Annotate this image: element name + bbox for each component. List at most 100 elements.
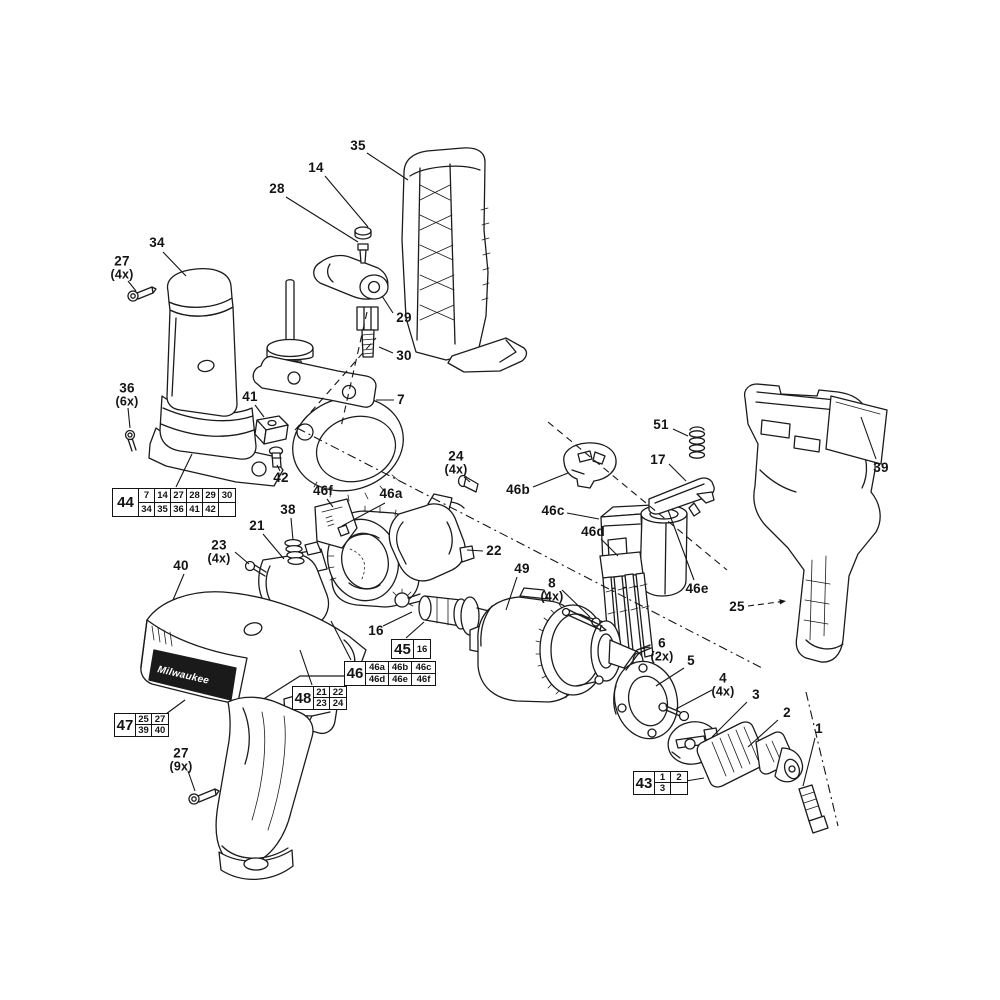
part-number: 46b <box>506 481 530 497</box>
callout-cell: 27 <box>152 714 168 725</box>
callout-cell: 35 <box>155 502 171 516</box>
callout-cell: 46e <box>389 673 412 685</box>
part-label-49: 49 <box>514 561 529 576</box>
leader-line <box>262 533 285 560</box>
part-label-51: 51 <box>653 416 669 432</box>
part-label-3: 3 <box>752 687 760 702</box>
leader-line <box>381 295 394 314</box>
part-label-23-4x: 23(4x) <box>207 538 230 565</box>
part-label-46a: 46a <box>379 486 402 501</box>
callout-cell: 42 <box>203 502 219 516</box>
leader-line <box>566 512 600 520</box>
leader-line <box>802 737 816 787</box>
leader-line <box>165 699 186 715</box>
part-number: 34 <box>149 234 165 250</box>
part-label-29: 29 <box>396 309 412 325</box>
leader-line <box>600 538 619 557</box>
callout-id: 44 <box>113 489 139 516</box>
leader-line <box>324 175 369 228</box>
leader-line <box>162 251 187 277</box>
part-label-46e: 46e <box>685 581 708 596</box>
leader-line <box>667 509 695 581</box>
callout-cell: 46c <box>412 662 435 674</box>
leader-line <box>296 427 763 669</box>
part-quantity: (4x) <box>444 462 468 477</box>
part-label-1: 1 <box>815 721 823 736</box>
callout-cell: 40 <box>154 725 166 736</box>
part-side-handle <box>148 268 284 487</box>
part-number: 25 <box>729 598 745 614</box>
callout-cell: 39 <box>136 725 152 736</box>
part-nut-block <box>254 415 289 445</box>
part-label-5: 5 <box>687 652 695 668</box>
callout-cell: 27 <box>171 489 187 503</box>
part-label-40: 40 <box>173 557 189 573</box>
callout-cell <box>219 503 235 517</box>
leader-line <box>172 573 185 601</box>
callout-cell <box>671 783 687 794</box>
part-wing-lever <box>313 254 389 300</box>
part-number: 29 <box>396 309 412 325</box>
leader-line <box>805 691 839 827</box>
part-wire-clip <box>623 644 652 671</box>
part-label-30: 30 <box>396 347 412 363</box>
part-number: 22 <box>486 542 502 558</box>
part-quantity: (2x) <box>650 649 674 664</box>
leader-line <box>294 337 377 431</box>
callout-cell: 3 <box>655 783 671 794</box>
part-label-46b: 46b <box>506 481 530 497</box>
part-label-6-2x: 6(2x) <box>650 636 673 663</box>
leader-line <box>547 421 728 571</box>
callout-id: 47 <box>115 714 136 736</box>
part-number: 46f <box>312 482 334 498</box>
part-label-21: 21 <box>249 517 265 533</box>
part-screw-4 <box>658 702 690 722</box>
callout-cell: 46b <box>389 662 412 674</box>
leader-line <box>672 428 689 437</box>
part-number: 51 <box>653 416 669 432</box>
leader-line <box>254 404 265 418</box>
part-number: 30 <box>396 347 412 363</box>
callout-cell: 7 <box>139 489 155 503</box>
part-number: 5 <box>687 652 695 668</box>
part-screw-23 <box>244 560 267 577</box>
part-quantity: (4x) <box>540 589 564 604</box>
part-number: 21 <box>249 517 265 533</box>
callout-cell: 28 <box>187 489 203 503</box>
part-bolt <box>356 306 379 358</box>
part-number: 46d <box>581 523 605 539</box>
leader-line <box>341 502 386 527</box>
part-number: 40 <box>173 557 189 573</box>
part-number: 38 <box>280 501 296 517</box>
leader-line <box>668 463 687 482</box>
part-label-17: 17 <box>650 451 666 467</box>
part-quantity: (4x) <box>207 551 231 566</box>
part-number: 23 <box>211 537 227 553</box>
part-brush-holder <box>314 498 366 582</box>
part-number: 28 <box>269 180 285 196</box>
part-label-27-4x: 27(4x) <box>110 254 133 281</box>
callout-cell: 24 <box>332 698 344 709</box>
part-number: 17 <box>650 451 666 467</box>
part-number: 41 <box>242 388 258 404</box>
callout-cell: 41 <box>187 502 203 516</box>
part-screw-27b <box>188 788 220 805</box>
part-quantity: (4x) <box>711 684 735 699</box>
part-label-25: 25 <box>729 598 745 614</box>
leader-line <box>378 346 394 354</box>
callout-cell: 34 <box>139 502 155 516</box>
part-label-42: 42 <box>273 470 288 485</box>
callout-cell: 30 <box>219 489 235 503</box>
part-number: 16 <box>368 622 384 638</box>
leader-line <box>463 476 471 483</box>
part-stator <box>326 505 422 608</box>
leader-line <box>299 649 313 686</box>
part-label-7: 7 <box>397 392 405 407</box>
callout-cell: 36 <box>171 502 187 516</box>
callout-cell: 16 <box>416 643 428 655</box>
leader-line <box>466 549 484 552</box>
